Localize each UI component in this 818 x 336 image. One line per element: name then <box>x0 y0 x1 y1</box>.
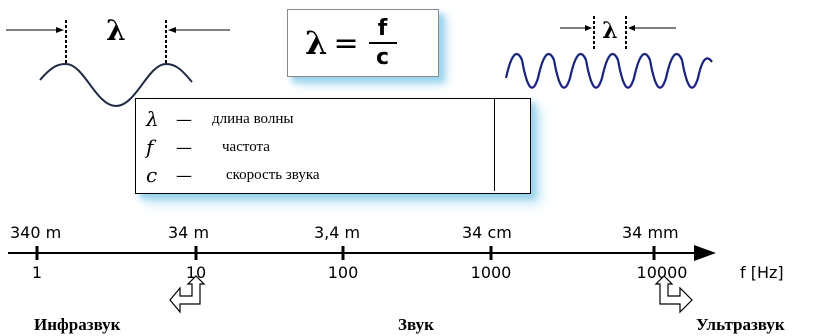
legend-row-speed: c — скорость звука <box>146 163 320 187</box>
axis-unit-label: f [Hz] <box>740 263 784 282</box>
wavelength-label-34m: 34 m <box>168 223 209 242</box>
formula: λ = f c <box>305 15 397 70</box>
legend-dash: — <box>176 137 192 157</box>
legend-text-speed: скорость звука <box>226 166 320 183</box>
legend-text-frequency: частота <box>222 138 270 155</box>
right-lambda-arrowhead-left <box>585 25 592 31</box>
legend-row-frequency: f — частота <box>146 135 270 159</box>
frequency-labels: 1 10 100 1000 10000 <box>32 263 688 282</box>
right-lambda-arrowhead-right <box>628 25 635 31</box>
region-infrasound: Инфразвук <box>34 315 121 334</box>
ultra-boundary-arrow-icon <box>654 275 693 314</box>
frequency-label-1: 1 <box>32 263 42 282</box>
scale-ticks <box>35 246 656 260</box>
wavelength-label-3-4m: 3,4 m <box>314 223 360 242</box>
right-lambda-label: λ <box>602 18 617 44</box>
legend-symbol-lambda: λ <box>146 107 159 131</box>
formula-fraction: f c <box>368 15 397 70</box>
formula-lambda: λ <box>305 24 328 62</box>
wavelength-label-340m: 340 m <box>10 223 61 242</box>
frequency-label-10000: 10000 <box>637 263 688 282</box>
left-wave <box>39 62 193 108</box>
frequency-label-1000: 1000 <box>471 263 512 282</box>
region-sound: Звук <box>398 315 434 334</box>
formula-fraction-bar <box>368 41 397 44</box>
scale-axis-arrowhead <box>694 245 716 261</box>
legend-box: λ — длина волны f — частота c — скорость… <box>135 98 531 194</box>
formula-denominator: c <box>376 44 390 70</box>
legend-dash: — <box>176 165 192 185</box>
region-ultrasound: Ультразвук <box>696 315 785 334</box>
left-lambda-label: λ <box>106 14 126 47</box>
legend-row-wavelength: λ — длина волны <box>146 107 293 131</box>
right-wave <box>504 52 713 89</box>
left-lambda-arrowhead-left <box>56 27 64 33</box>
legend-text-wavelength: длина волны <box>212 110 294 127</box>
legend-inner: λ — длина волны f — частота c — скорость… <box>136 99 495 191</box>
frequency-label-100: 100 <box>328 263 359 282</box>
wavelength-label-34mm: 34 mm <box>622 223 679 242</box>
left-lambda-arrowhead-right <box>168 27 176 33</box>
legend-symbol-c: c <box>146 163 158 187</box>
wavelength-labels: 340 m 34 m 3,4 m 34 cm 34 mm <box>10 223 679 242</box>
formula-numerator: f <box>377 15 388 41</box>
frequency-label-10: 10 <box>186 263 206 282</box>
infra-boundary-arrow-icon <box>169 275 206 314</box>
legend-symbol-f: f <box>146 135 154 159</box>
wavelength-label-34cm: 34 cm <box>462 223 512 242</box>
formula-box: λ = f c <box>287 9 439 77</box>
formula-equals: = <box>333 25 359 61</box>
legend-dash: — <box>176 109 192 129</box>
